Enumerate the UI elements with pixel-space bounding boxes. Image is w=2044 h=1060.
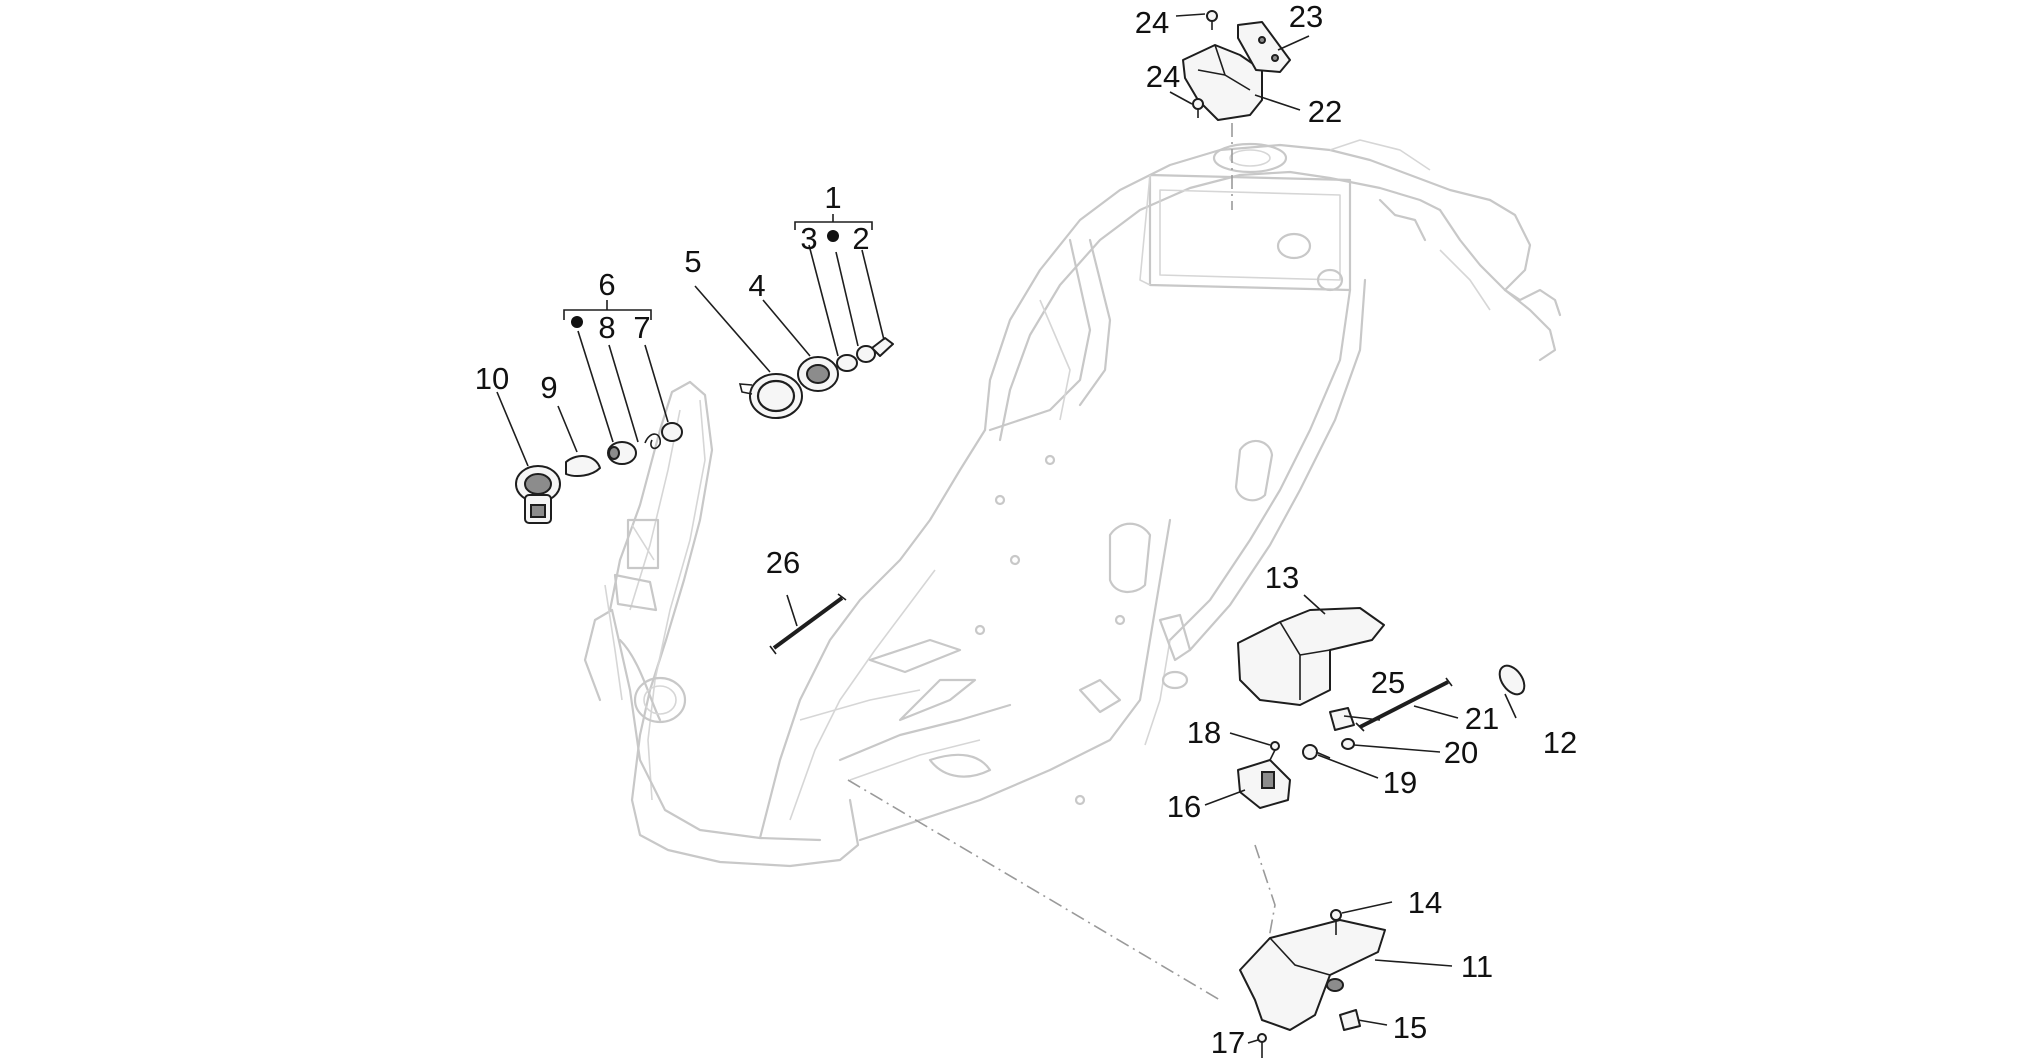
part-25-clip: [1329, 707, 1355, 731]
part-9-cover: [565, 455, 601, 477]
callout-labels: 1 2 3 4 5 6 7 8 9 10 11 12 13 14 15 16 1…: [475, 0, 1577, 1060]
part-11-tray: [1239, 919, 1386, 1031]
callout-3: 3: [800, 221, 817, 256]
callout-15: 15: [1393, 1010, 1427, 1045]
bullet-dot: [571, 316, 583, 328]
part-8-knob: [607, 441, 637, 465]
callout-2: 2: [852, 221, 869, 256]
callout-4: 4: [748, 268, 765, 303]
part-13-cover: [1237, 607, 1385, 706]
part-20-bush: [1341, 738, 1355, 750]
part-26-rod: [769, 593, 847, 655]
callout-25: 25: [1371, 665, 1405, 700]
callout-12: 12: [1543, 725, 1577, 760]
callout-9: 9: [540, 370, 557, 405]
part-17-screw: [1257, 1033, 1267, 1058]
part-24-screw-left: [1192, 98, 1204, 118]
callout-22: 22: [1308, 94, 1342, 129]
callout-11: 11: [1461, 949, 1493, 984]
callout-1: 1: [824, 180, 841, 215]
part-7-spring: [644, 422, 683, 450]
callout-6: 6: [598, 267, 615, 302]
part-15-nut: [1339, 1009, 1361, 1031]
callout-23: 23: [1289, 0, 1323, 34]
scooter-frame: [583, 139, 1562, 868]
callout-18: 18: [1187, 715, 1221, 750]
callout-10: 10: [475, 361, 509, 396]
part-3-washer: [836, 354, 858, 372]
callout-leaders: [496, 13, 1517, 1044]
part-16-actuator: [1237, 749, 1291, 809]
bullet-dot: [827, 230, 839, 242]
part-2-key-lock: [856, 337, 894, 363]
part-12-ring: [1498, 664, 1526, 696]
part-14-bolt: [1330, 909, 1342, 935]
assembly-lines: [847, 123, 1276, 1001]
part-18-screw: [1270, 741, 1280, 751]
callout-17: 17: [1211, 1025, 1245, 1060]
callout-14: 14: [1408, 885, 1442, 920]
callout-8: 8: [598, 310, 615, 345]
callout-21: 21: [1465, 701, 1499, 736]
callout-19: 19: [1383, 765, 1417, 800]
part-4-lock-body: [797, 356, 839, 392]
part-19-screw: [1302, 744, 1331, 760]
callout-24-top: 24: [1135, 5, 1169, 40]
callout-13: 13: [1265, 560, 1299, 595]
part-24-screw-top: [1206, 10, 1218, 30]
part-5-ring: [738, 373, 803, 419]
part-23-plate: [1237, 21, 1291, 73]
callout-20: 20: [1444, 735, 1478, 770]
callout-7: 7: [633, 310, 650, 345]
part-10-ignition-switch: [515, 465, 561, 524]
callout-16: 16: [1167, 789, 1201, 824]
callout-26: 26: [766, 545, 800, 580]
callout-24-left: 24: [1146, 59, 1180, 94]
callout-5: 5: [684, 244, 701, 279]
